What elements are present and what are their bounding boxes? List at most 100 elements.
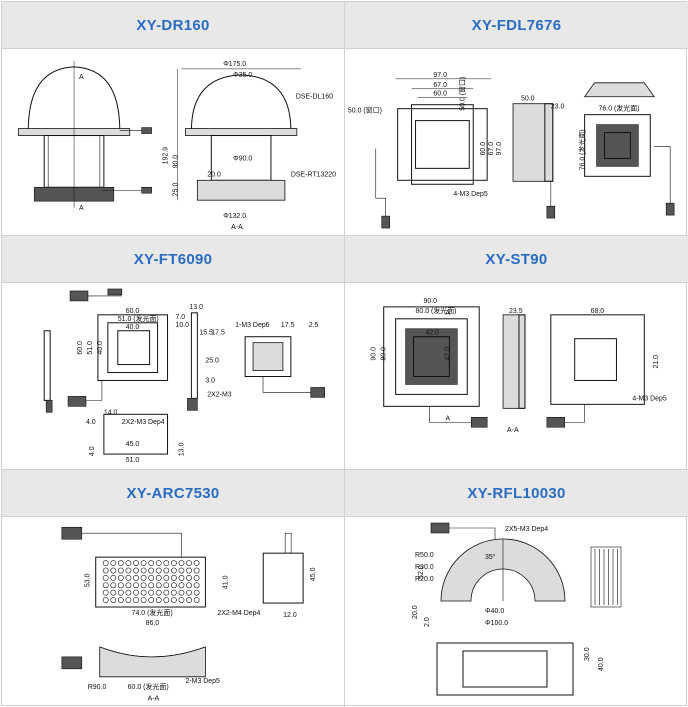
svg-text:50.0 (窗口): 50.0 (窗口) [348, 106, 382, 115]
technical-drawing: 60.0 51.0 (发光面) 40.0 60.0 51.0 40.0 13.0… [2, 283, 344, 469]
product-card-dr160: XY-DR160 A A Φ175.0 Φ [2, 2, 345, 236]
product-title: XY-DR160 [2, 2, 344, 49]
svg-text:97.0: 97.0 [496, 142, 503, 156]
technical-drawing: A A Φ175.0 Φ35.0 Φ90.0 Φ132.0 192.9 90.0… [2, 49, 344, 235]
svg-text:60.0: 60.0 [433, 91, 447, 98]
svg-text:14.0: 14.0 [104, 409, 118, 416]
svg-text:35°: 35° [485, 553, 496, 561]
svg-text:A-A: A-A [507, 427, 519, 434]
svg-text:40.0: 40.0 [126, 324, 140, 331]
product-title: XY-FDL7676 [345, 2, 688, 49]
svg-text:DSE-DL160: DSE-DL160 [296, 94, 333, 101]
svg-text:67.0: 67.0 [433, 82, 447, 89]
svg-text:90.0: 90.0 [172, 155, 179, 169]
svg-text:60.0: 60.0 [480, 142, 487, 156]
technical-drawing: 90.0 80.0 (发光面) 42.0 90.0 80.0 42.0 A A … [345, 283, 688, 469]
svg-text:A: A [445, 415, 450, 422]
svg-text:Φ100.0: Φ100.0 [485, 620, 508, 627]
svg-text:42.0: 42.0 [425, 330, 439, 337]
svg-text:2-M3 Dep5: 2-M3 Dep5 [185, 678, 220, 685]
svg-text:A-A: A-A [148, 696, 160, 703]
product-title: XY-RFL10030 [345, 470, 688, 517]
svg-text:2X2-M4 Dep4: 2X2-M4 Dep4 [217, 610, 260, 617]
svg-text:A: A [79, 74, 84, 81]
svg-text:4.0: 4.0 [89, 446, 96, 456]
svg-text:4-M3 Dep5: 4-M3 Dep5 [632, 395, 667, 402]
svg-text:10.0: 10.0 [175, 322, 189, 329]
svg-text:30.0: 30.0 [584, 647, 591, 661]
svg-text:80.0: 80.0 [381, 347, 388, 361]
svg-text:51.0: 51.0 [87, 341, 94, 355]
svg-text:50.0 (窗口): 50.0 (窗口) [457, 77, 466, 111]
svg-text:Φ40.0: Φ40.0 [485, 608, 504, 615]
svg-text:192.9: 192.9 [163, 147, 170, 165]
svg-text:23.0: 23.0 [551, 104, 565, 111]
svg-text:A: A [445, 310, 450, 317]
svg-text:R50.0: R50.0 [415, 552, 434, 559]
svg-text:3.0: 3.0 [205, 377, 215, 384]
svg-text:51.0: 51.0 [126, 457, 140, 464]
svg-text:DSE-RT13220: DSE-RT13220 [291, 171, 336, 178]
technical-drawing: 53.0 41.0 74.0 (发光面) 86.0 2X2-M4 Dep4 45… [2, 517, 344, 707]
svg-text:R20.0: R20.0 [415, 576, 434, 583]
svg-text:7.0: 7.0 [175, 314, 185, 321]
svg-text:90.0: 90.0 [371, 347, 378, 361]
product-card-rfl10030: XY-RFL10030 2X5-M3 Dep4 R50.0 R30.0 R20.… [345, 470, 688, 707]
svg-text:1-M3 Dep6: 1-M3 Dep6 [235, 322, 270, 329]
svg-text:2.0: 2.0 [424, 617, 431, 627]
svg-text:Φ132.0: Φ132.0 [223, 213, 246, 220]
svg-text:25.0: 25.0 [205, 358, 219, 365]
svg-text:67.0: 67.0 [488, 142, 495, 156]
svg-text:41.0: 41.0 [222, 575, 229, 589]
svg-text:60.0 (发光面): 60.0 (发光面) [128, 682, 169, 691]
svg-text:17.5: 17.5 [281, 322, 295, 329]
product-title: XY-FT6090 [2, 236, 344, 283]
svg-text:60.0: 60.0 [126, 308, 140, 315]
svg-text:53.0: 53.0 [85, 573, 92, 587]
svg-text:25.0: 25.0 [172, 183, 179, 197]
svg-text:12.0: 12.0 [283, 612, 297, 619]
svg-text:80.0 (发光面): 80.0 (发光面) [416, 306, 457, 315]
svg-text:R90.0: R90.0 [88, 684, 107, 691]
svg-text:42.0: 42.0 [444, 347, 451, 361]
svg-text:23.5: 23.5 [509, 308, 523, 315]
svg-text:20.0: 20.0 [207, 171, 221, 178]
svg-text:51.0 (发光面): 51.0 (发光面) [118, 314, 159, 323]
svg-text:74.0 (发光面): 74.0 (发光面) [132, 608, 173, 617]
svg-text:60.0: 60.0 [77, 341, 84, 355]
svg-text:Φ35.0: Φ35.0 [233, 72, 252, 79]
product-title: XY-ST90 [345, 236, 688, 283]
svg-text:2X5-M3 Dep4: 2X5-M3 Dep4 [505, 526, 548, 533]
svg-text:21.0: 21.0 [653, 355, 660, 369]
svg-text:A-A: A-A [231, 224, 243, 231]
technical-drawing: 2X5-M3 Dep4 R50.0 R30.0 R20.0 52.0 20.0 … [345, 517, 688, 707]
svg-text:20.0: 20.0 [412, 605, 419, 619]
svg-text:A: A [79, 205, 84, 212]
svg-text:2X2-M3 Dep4: 2X2-M3 Dep4 [122, 419, 165, 426]
svg-text:90.0: 90.0 [424, 298, 438, 305]
svg-text:40.0: 40.0 [97, 341, 104, 355]
product-title: XY-ARC7530 [2, 470, 344, 517]
svg-text:17.5: 17.5 [211, 330, 225, 337]
product-card-fdl7676: XY-FDL7676 97.0 67.0 60.0 50.0 (窗口) 50.0… [345, 2, 688, 236]
svg-text:2.5: 2.5 [309, 322, 319, 329]
svg-text:76.0 (发光面): 76.0 (发光面) [578, 129, 587, 170]
svg-text:68.0: 68.0 [591, 308, 605, 315]
svg-text:13.0: 13.0 [178, 442, 185, 456]
svg-text:50.0: 50.0 [521, 96, 535, 103]
svg-text:Φ90.0: Φ90.0 [233, 155, 252, 162]
svg-text:52.0: 52.0 [418, 565, 425, 579]
svg-text:97.0: 97.0 [433, 72, 447, 79]
svg-text:76.0 (发光面): 76.0 (发光面) [599, 104, 640, 113]
svg-text:R30.0: R30.0 [415, 564, 434, 571]
svg-text:13.0: 13.0 [189, 304, 203, 311]
svg-text:2X2-M3: 2X2-M3 [207, 391, 231, 398]
product-card-st90: XY-ST90 90.0 80.0 (发光面) 42.0 90.0 80.0 4… [345, 236, 688, 470]
product-card-arc7530: XY-ARC7530 53.0 41.0 74.0 (发光面) 86.0 2X2… [2, 470, 345, 707]
svg-text:45.0: 45.0 [310, 567, 317, 581]
svg-text:Φ175.0: Φ175.0 [223, 61, 246, 68]
svg-text:86.0: 86.0 [146, 620, 160, 627]
svg-text:15.5: 15.5 [199, 330, 213, 337]
svg-text:45.0: 45.0 [126, 441, 140, 448]
